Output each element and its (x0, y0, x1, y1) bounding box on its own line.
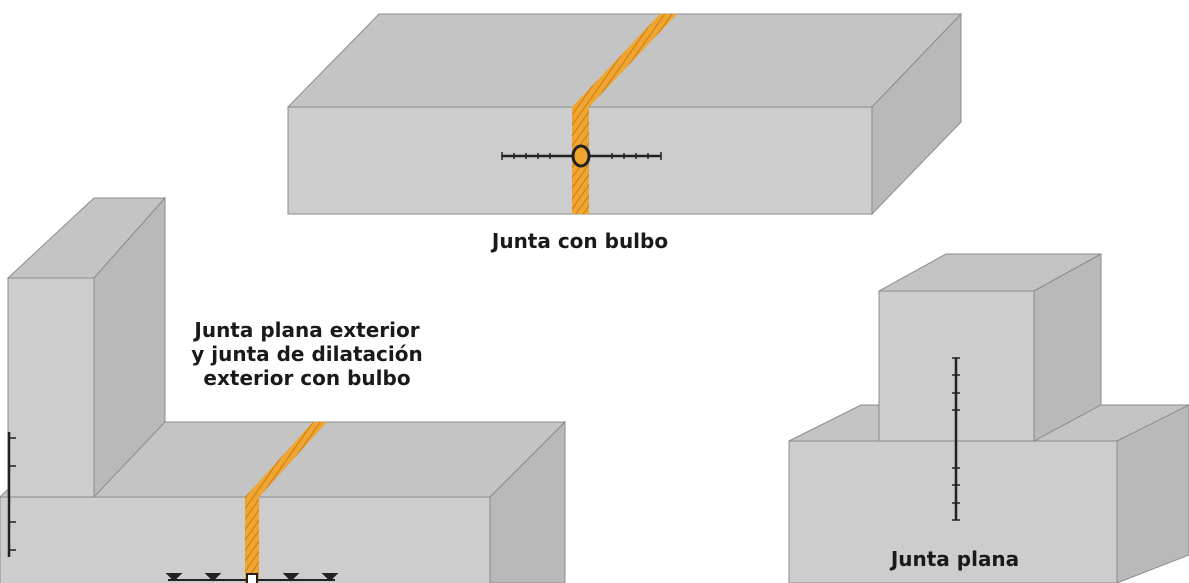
waterstop-band-front-left (245, 497, 259, 583)
flat-joint-label: Junta plana (890, 547, 1020, 571)
flat-base-front-face (788, 440, 1118, 583)
wall-front-face (7, 277, 95, 498)
waterstop-band-top-left (245, 422, 327, 497)
exterior-joint-label-line-1: Junta plana exterior (194, 318, 420, 342)
wall-slab-exterior-joint (0, 196, 567, 583)
bulb-joint-label: Junta con bulbo (491, 229, 669, 253)
exterior-joint-label: Junta plana exterior y junta de dilataci… (165, 318, 449, 390)
exterior-bulb-profile (165, 573, 339, 583)
waterstop-band-top (572, 14, 677, 107)
slab-bulb-joint (286, 12, 963, 216)
flat-waterstop-profile (952, 357, 960, 521)
exterior-joint-label-line-2: y junta de dilatación (191, 342, 423, 366)
flat-exterior-profile-wall (7, 432, 16, 557)
exterior-joint-label-line-3: exterior con bulbo (203, 366, 411, 390)
flat-joint-assembly (788, 253, 1189, 583)
bulb-waterstop-profile (501, 144, 662, 168)
